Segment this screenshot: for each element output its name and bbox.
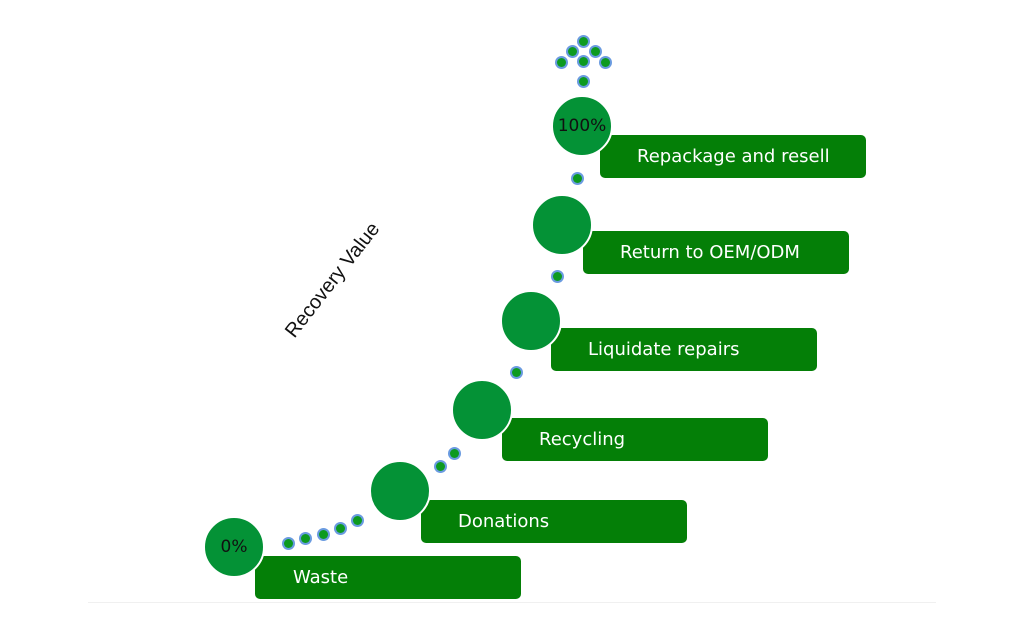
step-box-recycling: Recycling <box>502 418 768 461</box>
step-label: Return to OEM/ODM <box>620 242 800 263</box>
connector-dot <box>284 539 293 548</box>
step-circle-waste: 0% <box>203 516 265 578</box>
baseline-divider <box>88 602 936 603</box>
arrow-dot <box>568 47 577 56</box>
arrow-dot <box>579 57 588 66</box>
connector-dot <box>436 462 445 471</box>
connector-dot <box>553 272 562 281</box>
connector-dot <box>301 534 310 543</box>
step-circle-liquidate-repairs <box>500 290 562 352</box>
step-label: Waste <box>293 567 349 588</box>
connector-dot <box>336 524 345 533</box>
arrow-dot <box>601 58 610 67</box>
arrow-dot <box>579 37 588 46</box>
step-box-return-to-oem: Return to OEM/ODM <box>583 231 849 274</box>
step-box-donations: Donations <box>421 500 687 543</box>
connector-dot <box>573 174 582 183</box>
arrow-dot <box>591 47 600 56</box>
start-percent-label: 0% <box>220 537 248 557</box>
step-circle-recycling <box>451 379 513 441</box>
arrow-dot <box>579 77 588 86</box>
step-label: Donations <box>458 511 550 532</box>
step-box-waste: Waste <box>255 556 521 599</box>
arrow-dot <box>557 58 566 67</box>
step-circle-return-to-oem <box>531 194 593 256</box>
step-circle-donations <box>369 460 431 522</box>
step-circle-repackage-and-resell: 100% <box>551 95 613 157</box>
connector-dot <box>512 368 521 377</box>
axis-label-recovery-value: Recovery Value <box>280 218 385 342</box>
connector-dot <box>450 449 459 458</box>
connector-dot <box>319 530 328 539</box>
step-box-liquidate-repairs: Liquidate repairs <box>551 328 817 371</box>
step-label: Liquidate repairs <box>588 339 740 360</box>
end-percent-label: 100% <box>557 116 607 136</box>
step-box-repackage-and-resell: Repackage and resell <box>600 135 866 178</box>
connector-dot <box>353 516 362 525</box>
step-label: Recycling <box>539 429 626 450</box>
step-label: Repackage and resell <box>637 146 830 167</box>
